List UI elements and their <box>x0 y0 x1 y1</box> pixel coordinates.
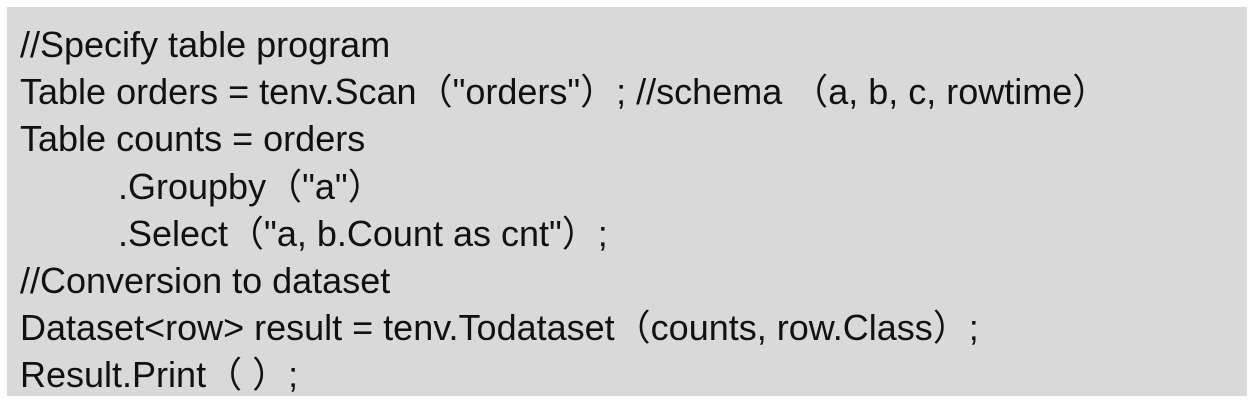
code-line-table-counts: Table counts = orders <box>20 118 366 160</box>
code-line-groupby: .Groupby（"a"） <box>118 165 384 207</box>
code-line-result-print: Result.Print（ ）; <box>20 354 299 396</box>
code-line-select: .Select（"a, b.Count as cnt"）; <box>118 212 608 254</box>
code-block: //Specify table program Table orders = t… <box>7 7 1247 396</box>
code-line-comment-conversion: //Conversion to dataset <box>20 259 391 301</box>
code-line-comment-specify: //Specify table program <box>20 24 391 65</box>
code-line-dataset-result: Dataset<row> result = tenv.Todataset（cou… <box>20 307 979 349</box>
code-line-table-orders: Table orders = tenv.Scan（"orders"）; //sc… <box>20 71 1109 113</box>
